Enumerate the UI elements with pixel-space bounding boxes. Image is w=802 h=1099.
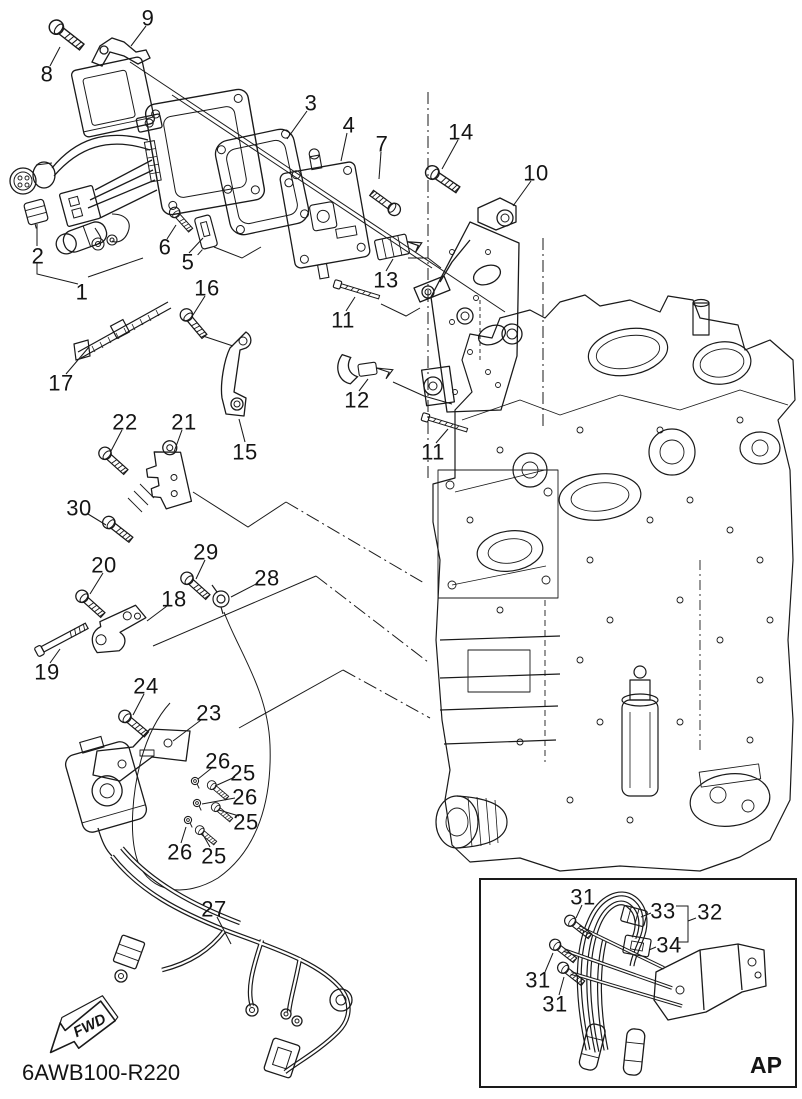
boot-terminal-a bbox=[578, 1023, 606, 1071]
callout-31a: 31 bbox=[570, 885, 595, 910]
clamp-5 bbox=[194, 214, 218, 256]
callout-20: 20 bbox=[91, 553, 116, 578]
knurled-knob bbox=[435, 795, 508, 849]
callout-labels: 8 9 3 4 7 14 10 6 5 2 1 13 11 16 17 12 1… bbox=[32, 6, 723, 1017]
callout-28: 28 bbox=[254, 566, 279, 591]
callout-2: 2 bbox=[32, 244, 45, 269]
screw-25-a bbox=[205, 778, 231, 802]
bolt-30 bbox=[99, 513, 136, 546]
callout-25a: 25 bbox=[230, 761, 255, 786]
screw-25-b bbox=[209, 800, 235, 824]
inset-bracket bbox=[653, 943, 767, 1021]
callout-8: 8 bbox=[41, 62, 54, 87]
callout-26a: 26 bbox=[205, 749, 230, 774]
callout-4: 4 bbox=[343, 113, 356, 138]
bracket-15 bbox=[220, 331, 252, 417]
cdi-unit bbox=[70, 56, 163, 138]
callout-1: 1 bbox=[76, 280, 89, 305]
callout-5: 5 bbox=[182, 250, 195, 275]
bolt-19 bbox=[34, 622, 89, 657]
callout-24: 24 bbox=[133, 674, 158, 699]
rectifier-unit bbox=[64, 735, 148, 833]
bracket-21 bbox=[145, 440, 193, 510]
bolt-20 bbox=[72, 586, 108, 621]
boot-terminal-b bbox=[622, 1028, 646, 1076]
callout-33: 33 bbox=[650, 899, 675, 924]
callout-9: 9 bbox=[142, 6, 155, 31]
callout-13: 13 bbox=[373, 268, 398, 293]
fuse-holder bbox=[55, 221, 108, 255]
ecu-unit bbox=[143, 88, 266, 216]
wire-harness-27 bbox=[97, 827, 353, 1079]
bolt-22 bbox=[95, 443, 131, 478]
alignment-lines bbox=[36, 61, 544, 891]
grommet-28 bbox=[211, 584, 230, 615]
bolt-7 bbox=[367, 187, 404, 219]
round-connector bbox=[9, 161, 56, 195]
harness-wires-1 bbox=[51, 134, 158, 245]
cover-4 bbox=[279, 148, 371, 280]
inset-box bbox=[479, 878, 797, 1088]
callout-18: 18 bbox=[161, 587, 186, 612]
callout-12: 12 bbox=[344, 388, 369, 413]
gasket-3 bbox=[214, 128, 310, 236]
callout-30: 30 bbox=[66, 496, 91, 521]
fwd-arrow: FWD bbox=[49, 995, 119, 1054]
ring-terminals bbox=[91, 234, 118, 251]
bracket-10 bbox=[413, 197, 523, 413]
connector-13 bbox=[374, 233, 423, 261]
callout-26b: 26 bbox=[232, 785, 257, 810]
callout-31b: 31 bbox=[525, 968, 550, 993]
callout-15: 15 bbox=[232, 440, 257, 465]
bracket-18 bbox=[91, 604, 147, 654]
callout-22: 22 bbox=[112, 410, 137, 435]
drawing-number: 6AWB100-R220 bbox=[22, 1060, 180, 1085]
callout-11b: 11 bbox=[421, 440, 445, 465]
callout-26c: 26 bbox=[167, 840, 192, 865]
washer-26-b bbox=[191, 797, 206, 812]
washer-26-a bbox=[189, 775, 204, 790]
inset-corner-label: AP bbox=[750, 1052, 782, 1078]
callout-29: 29 bbox=[193, 540, 218, 565]
clamp-12 bbox=[337, 353, 394, 385]
callout-23: 23 bbox=[196, 701, 221, 726]
bolt-8 bbox=[45, 16, 87, 54]
callout-10: 10 bbox=[523, 161, 548, 186]
callout-31c: 31 bbox=[542, 992, 567, 1017]
callout-25b: 25 bbox=[233, 810, 258, 835]
bolt-31-mid bbox=[546, 936, 580, 966]
callout-7: 7 bbox=[376, 132, 389, 157]
callout-16: 16 bbox=[194, 276, 219, 301]
callout-27: 27 bbox=[201, 897, 226, 922]
cable-tie-17 bbox=[73, 301, 172, 361]
callout-34: 34 bbox=[656, 933, 681, 958]
callout-14: 14 bbox=[448, 120, 473, 145]
clamp-34 bbox=[622, 934, 652, 958]
callout-32: 32 bbox=[697, 900, 722, 925]
callout-19: 19 bbox=[34, 660, 59, 685]
fwd-arrow-label: FWD bbox=[71, 1010, 109, 1041]
callout-3: 3 bbox=[305, 91, 318, 116]
callout-17: 17 bbox=[48, 371, 73, 396]
plate-23 bbox=[92, 728, 191, 782]
callout-11a: 11 bbox=[331, 308, 355, 333]
bolt-16 bbox=[177, 305, 210, 342]
bracket-9 bbox=[91, 37, 151, 67]
engine-block bbox=[432, 294, 796, 872]
clamp-33 bbox=[620, 905, 648, 927]
washer-26-c bbox=[182, 814, 197, 829]
thread-marks-30 bbox=[127, 483, 155, 513]
clip-2 bbox=[23, 198, 49, 229]
relay-box bbox=[58, 184, 102, 228]
callout-25c: 25 bbox=[201, 844, 226, 869]
leader-lines bbox=[36, 25, 532, 945]
callout-21: 21 bbox=[171, 410, 196, 435]
inset-leader-lines bbox=[544, 904, 697, 996]
callout-6: 6 bbox=[159, 235, 172, 260]
